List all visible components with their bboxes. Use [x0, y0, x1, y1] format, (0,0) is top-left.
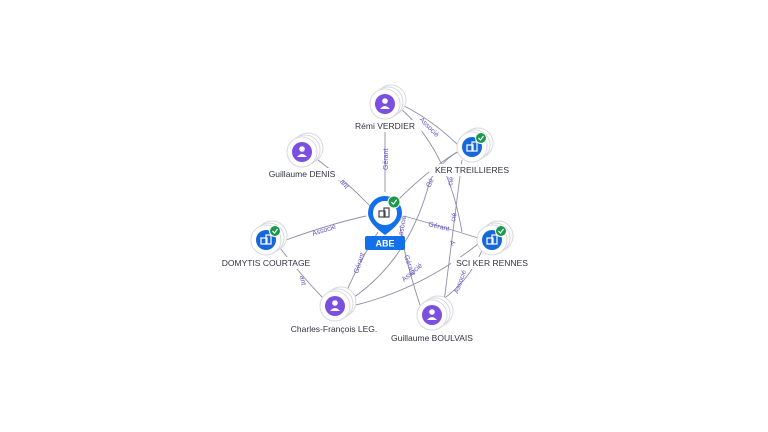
- verified-check-icon: [387, 195, 401, 209]
- node-label: Rémi VERDIER: [355, 121, 415, 131]
- verified-check-icon: [495, 225, 507, 237]
- edge-denis-abe: [317, 159, 371, 207]
- node-ker-treillieres[interactable]: KER TREILLIERES: [429, 127, 515, 176]
- edge-label-gerant-charles: Gérant: [353, 252, 366, 275]
- edge-label-associe-domytis: Associé: [311, 224, 337, 238]
- edge-abe-sci-ker-rennes: [403, 215, 479, 239]
- node-domytis-courtage[interactable]: DOMYTIS COURTAGE: [214, 220, 318, 269]
- node-label: Charles-François LEG.: [291, 324, 377, 334]
- verified-check-icon: [269, 225, 281, 237]
- edge-label-associe-abe-vert: Associé: [397, 215, 408, 240]
- edge-domytis-charles: [279, 247, 326, 301]
- edge-boulvais-ker-treillieres: [443, 159, 463, 303]
- node-remi-verdier[interactable]: Rémi VERDIER: [348, 84, 422, 132]
- person-icon: [292, 142, 312, 162]
- node-label: Guillaume DENIS: [269, 169, 336, 179]
- node-label: KER TREILLIERES: [435, 165, 509, 175]
- edge-remi-ker-treillieres: [399, 103, 459, 146]
- edge-abe-domytis: [285, 215, 367, 241]
- edge-boulvais-sci-ker-rennes: [441, 249, 483, 301]
- edge-label-rant-domytis: ant: [298, 275, 307, 286]
- node-guillaume-denis[interactable]: Guillaume DENIS: [260, 132, 344, 180]
- person-icon: [375, 94, 395, 114]
- edge-label-ge-ker: Gé: [425, 177, 435, 189]
- edge-remi-sci-ker-rennes: [399, 107, 463, 233]
- node-sci-ker-rennes[interactable]: SCI KER RENNES: [451, 220, 533, 269]
- node-label: DOMYTIS COURTAGE: [222, 258, 311, 268]
- edge-label-gerant-sci: Gérant: [428, 221, 451, 233]
- person-icon: [325, 296, 345, 316]
- node-label: Guillaume BOULVAIS: [391, 333, 473, 343]
- person-icon: [422, 305, 442, 325]
- main-node-abe[interactable]: ABE: [365, 195, 405, 250]
- edge-label-cie-ker: cié: [447, 176, 455, 186]
- graph-edges: [279, 103, 483, 307]
- edge-label-cie-sci: cié: [450, 212, 458, 222]
- building-icon: [378, 207, 390, 218]
- main-node-label-bg: [365, 236, 405, 250]
- edge-charles-ker-treillieres: [349, 151, 459, 301]
- edge-label-associe-sci-boulvais: Associé: [453, 269, 468, 295]
- edge-label-a-sci: A: [449, 239, 457, 248]
- edge-label-gerant-remi: Gérant: [383, 149, 390, 170]
- edge-boulvais-abe: [399, 225, 421, 306]
- node-guillaume-boulvais[interactable]: Guillaume BOULVAIS: [382, 295, 482, 344]
- edge-charles-sci-ker-rennes: [351, 243, 479, 307]
- verified-check-icon: [475, 132, 487, 144]
- node-label: SCI KER RENNES: [456, 258, 528, 268]
- main-node-label: ABE: [375, 239, 394, 249]
- node-charles-francois[interactable]: Charles-François LEG.: [282, 286, 386, 335]
